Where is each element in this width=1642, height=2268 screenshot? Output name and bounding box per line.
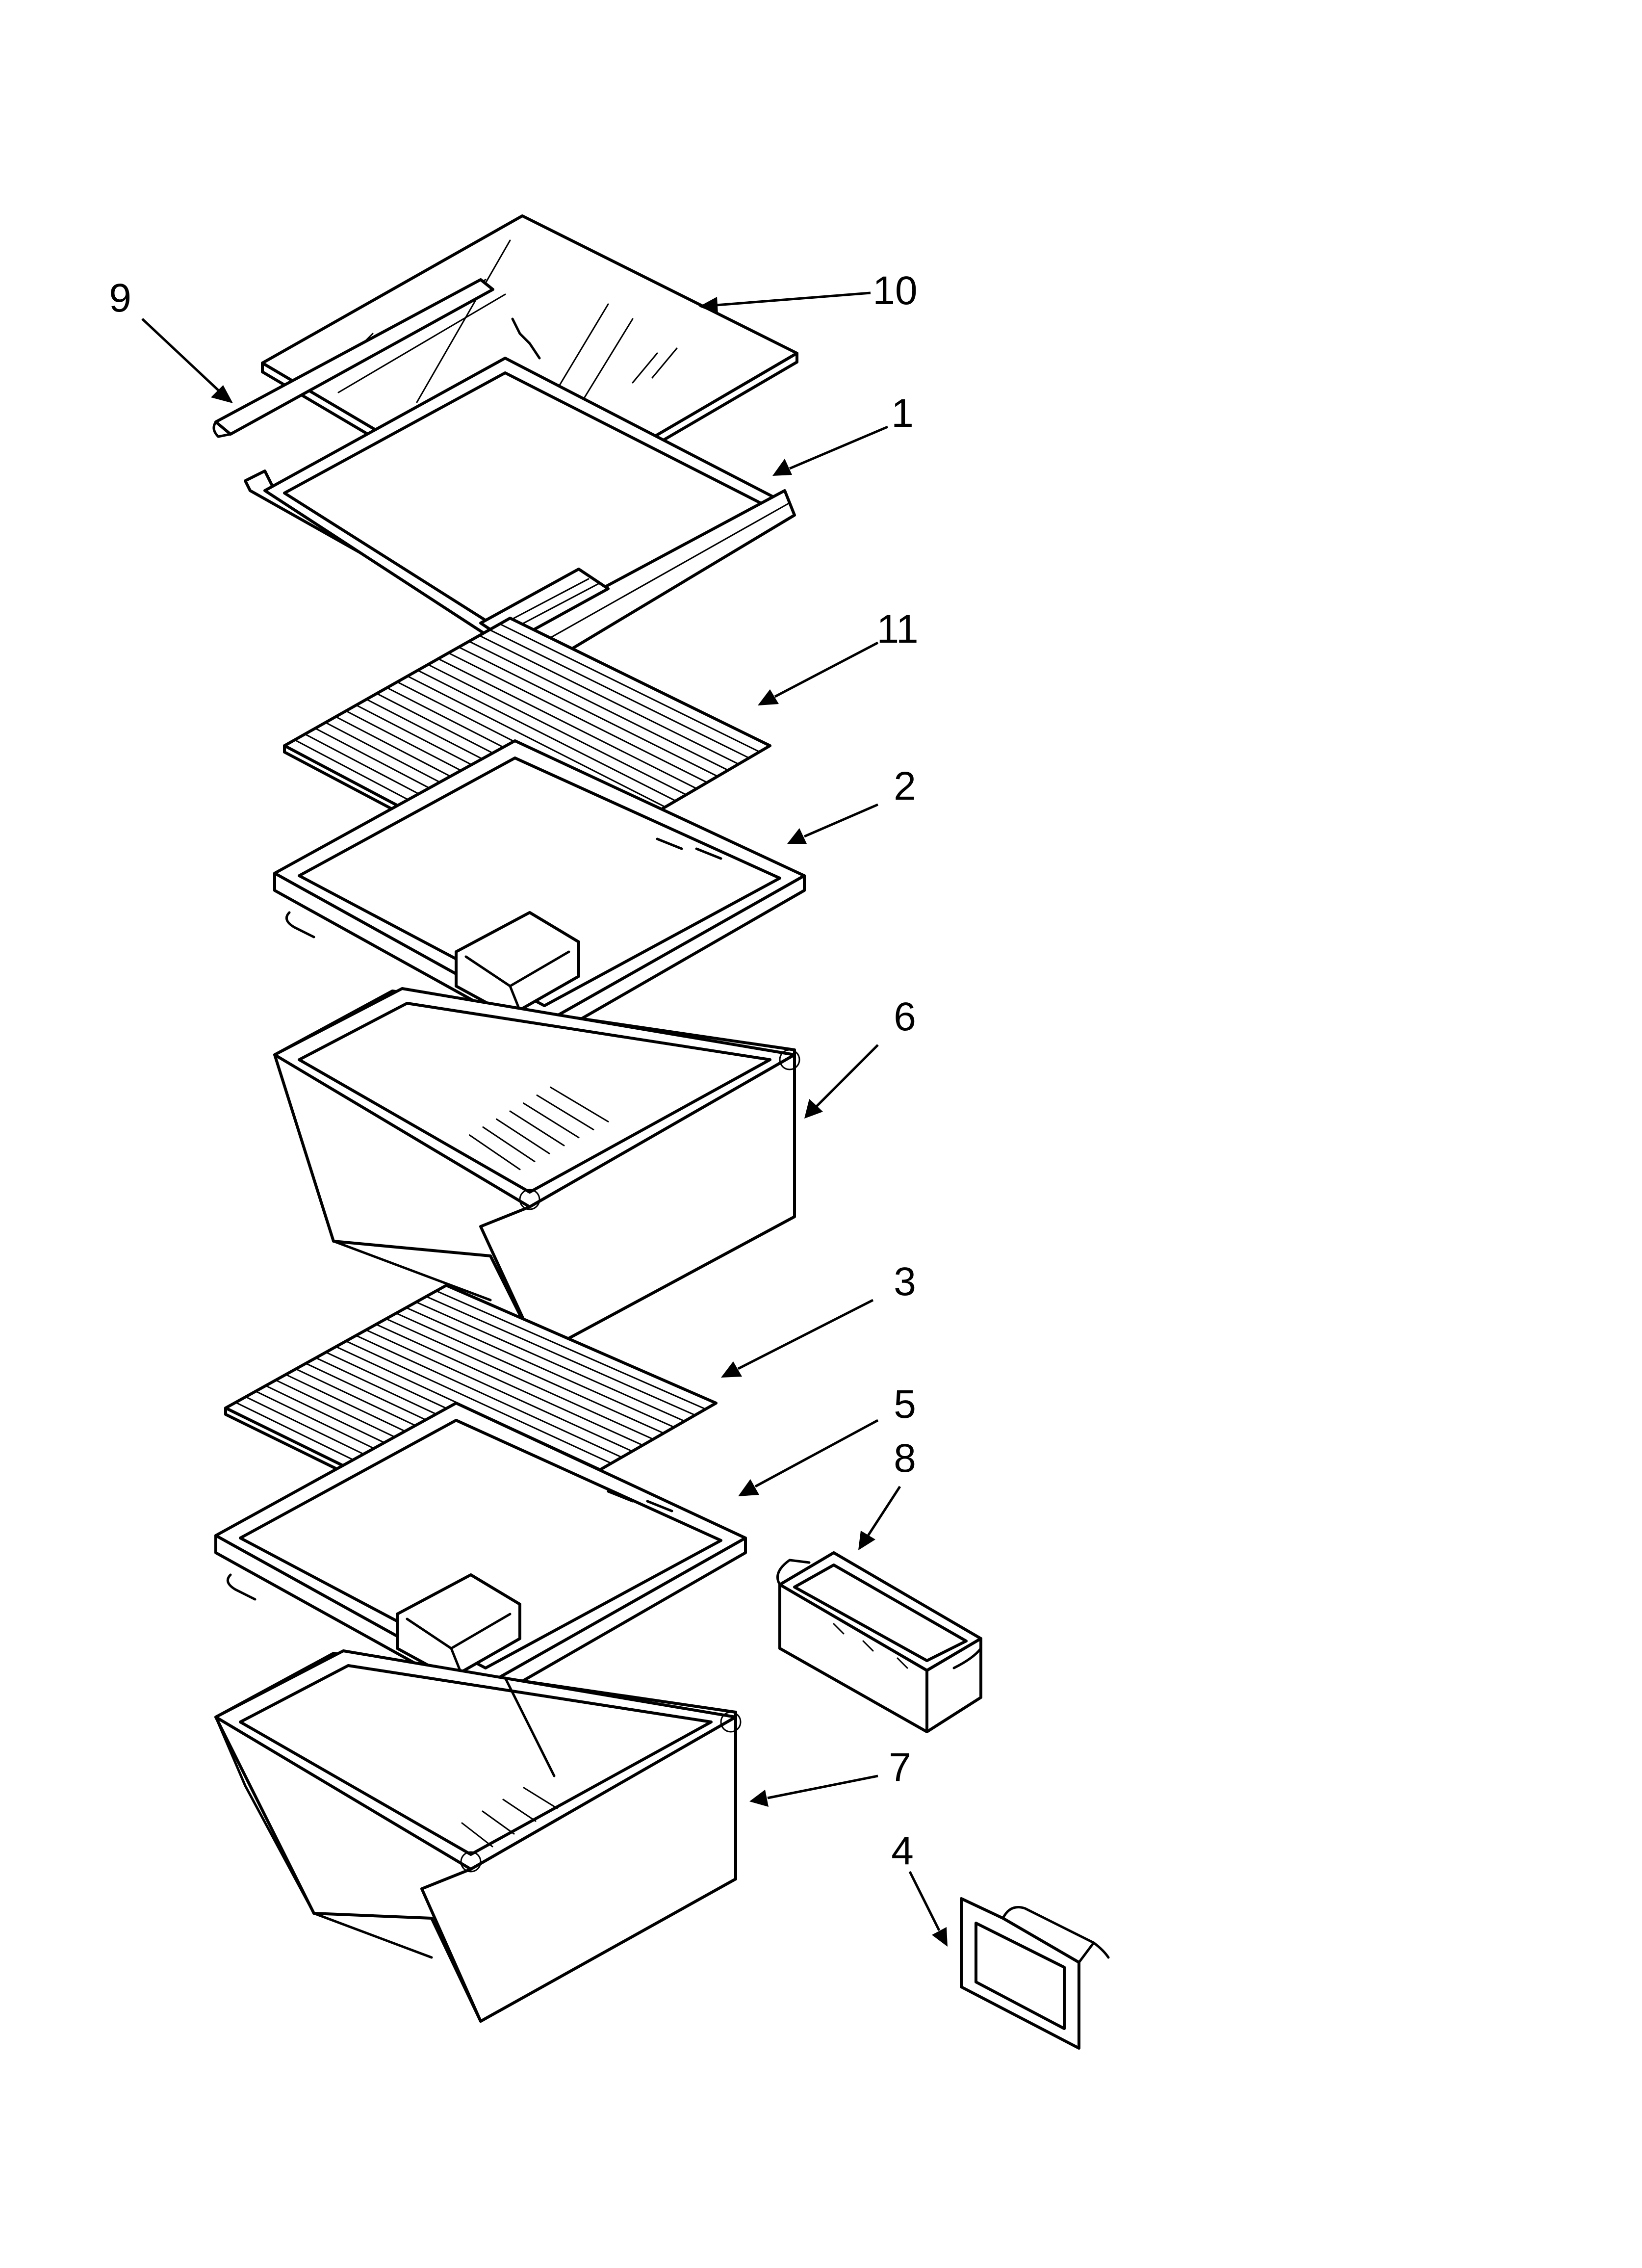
rib-line — [496, 1118, 550, 1154]
callout-2: 2 — [894, 764, 916, 808]
callout-6: 6 — [894, 994, 916, 1039]
rib-line — [345, 1340, 612, 1464]
callout-3: 3 — [894, 1259, 916, 1304]
callout-1: 1 — [891, 391, 914, 436]
rib-line — [415, 1301, 686, 1422]
rib-line — [523, 1102, 580, 1139]
callout-8: 8 — [894, 1436, 916, 1481]
small-bin-part — [776, 1551, 982, 1733]
rib-line — [437, 658, 697, 789]
rib-line — [458, 646, 718, 777]
rib-line — [502, 1799, 537, 1822]
rib-line — [461, 1822, 493, 1848]
rib-line — [407, 675, 666, 808]
rib-line — [417, 669, 677, 802]
rib-line — [488, 629, 750, 759]
lower-crisper-cover-frame-part — [214, 1402, 747, 1704]
rib-line — [523, 1787, 558, 1809]
callout-4: 4 — [891, 1828, 914, 1873]
rib-line — [448, 652, 708, 783]
callout-5: 5 — [894, 1382, 916, 1427]
callout-10: 10 — [872, 268, 917, 313]
upper-crisper-drawer-part — [273, 987, 800, 1356]
rib-line — [365, 1329, 633, 1452]
callout-9: 9 — [109, 276, 131, 320]
rib-line — [385, 1318, 654, 1440]
rib-line — [499, 623, 761, 753]
rib-line — [427, 664, 687, 796]
callout-7: 7 — [889, 1745, 911, 1790]
rib-line — [478, 634, 740, 765]
rib-line — [425, 1296, 696, 1416]
lower-crisper-drawer-part — [214, 1649, 742, 2023]
rib-line — [550, 1086, 609, 1122]
rib-line — [405, 1306, 675, 1428]
callout-labels: 9 10 1 11 2 6 3 5 8 7 4 — [109, 268, 918, 1873]
shelf-trim-part — [212, 278, 494, 438]
rib-line — [355, 1334, 623, 1458]
rib-line — [482, 1126, 536, 1162]
rib-line — [436, 1290, 707, 1410]
upper-crisper-cover-frame-part — [273, 739, 806, 1042]
rib-line — [395, 1312, 665, 1434]
rib-line — [482, 1810, 515, 1835]
callout-11: 11 — [876, 607, 918, 652]
leader-lines — [141, 291, 948, 1947]
rib-line — [468, 640, 729, 771]
rib-line — [536, 1095, 594, 1130]
rib-line — [375, 1324, 643, 1446]
shelf-frame-part — [244, 357, 796, 678]
label-holder-part — [960, 1897, 1110, 2050]
rib-line — [469, 1134, 521, 1171]
rib-line — [509, 1110, 565, 1147]
